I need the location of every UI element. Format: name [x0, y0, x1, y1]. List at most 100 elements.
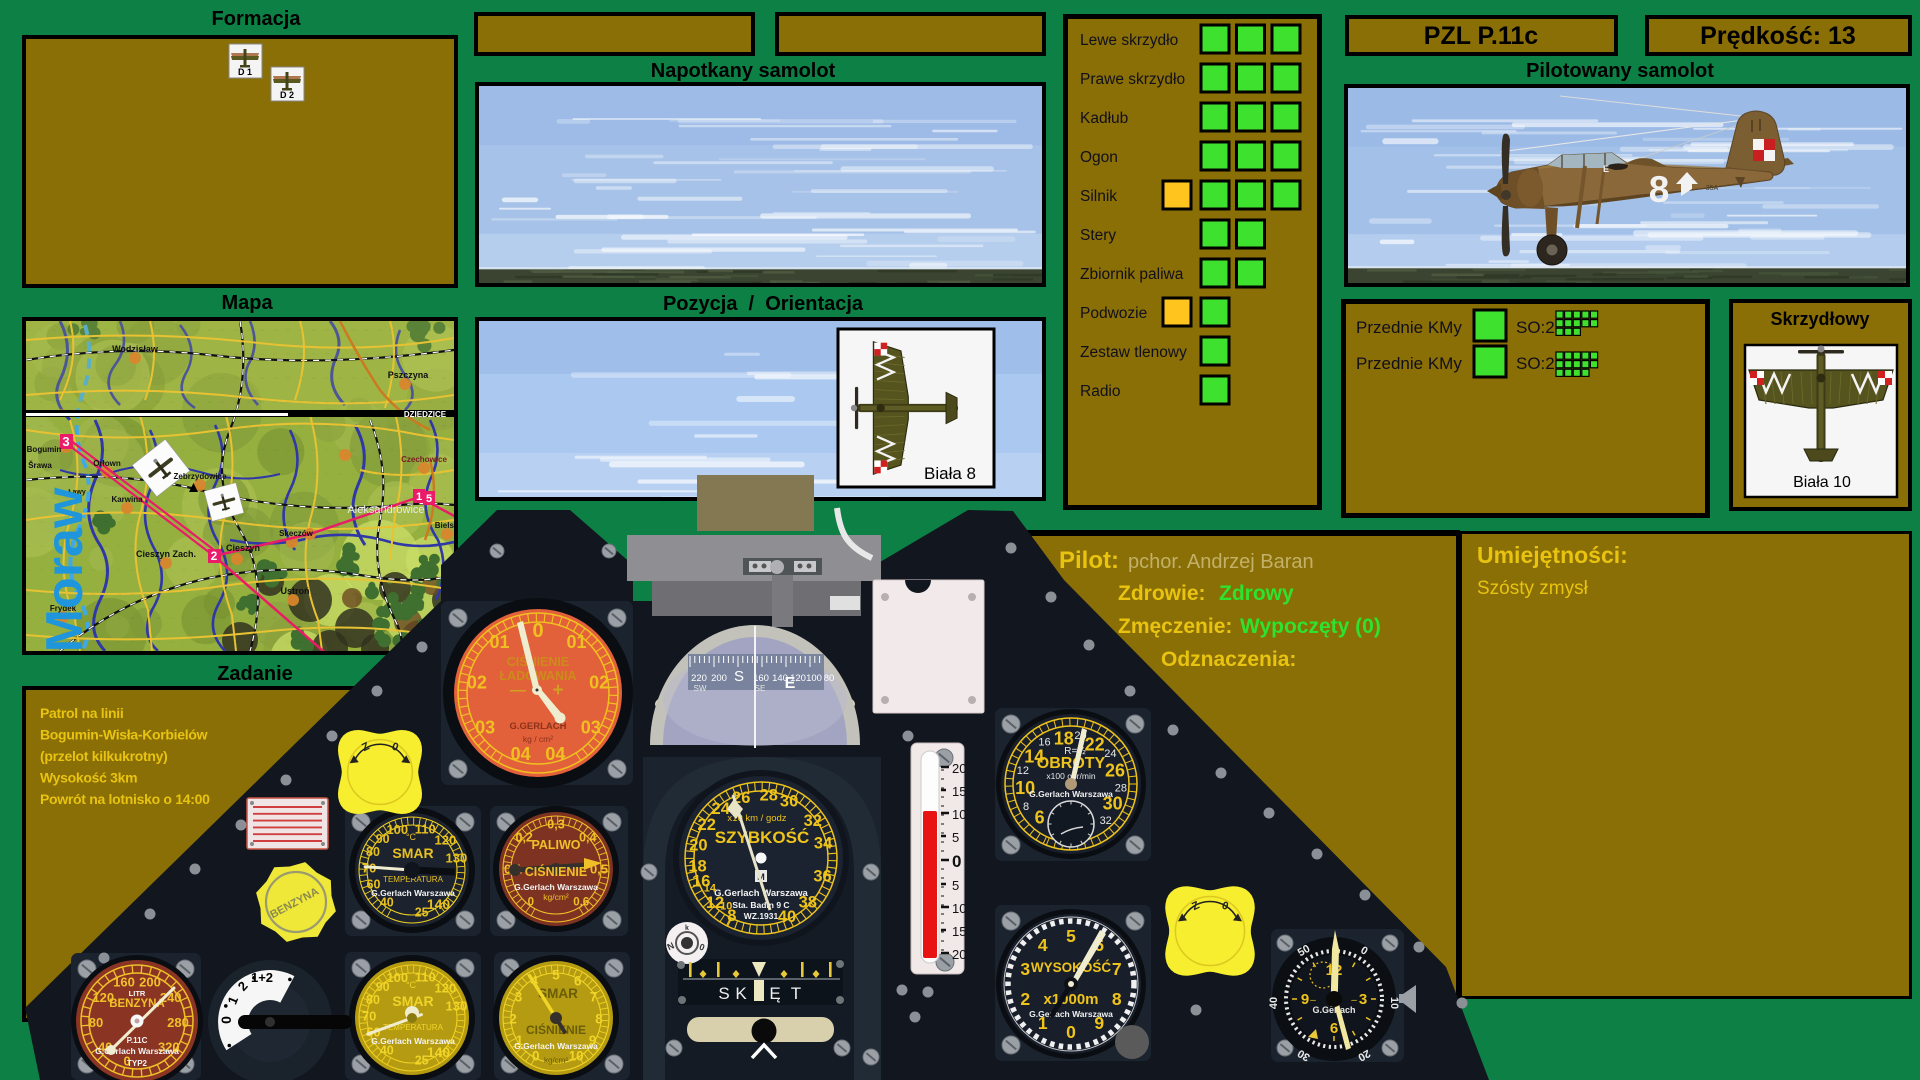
svg-text:1: 1 — [516, 1033, 524, 1048]
svg-text:WZ.1931: WZ.1931 — [744, 911, 779, 921]
svg-text:01: 01 — [489, 632, 509, 652]
svg-text:G.Gerlach Warszawa: G.Gerlach Warszawa — [371, 888, 455, 898]
svg-text:5: 5 — [426, 493, 432, 505]
svg-text:0: 0 — [1358, 944, 1369, 957]
svg-text:0: 0 — [532, 1049, 540, 1064]
svg-text:°C: °C — [406, 980, 417, 990]
svg-text:14: 14 — [1024, 746, 1044, 766]
svg-text:Cieszyn: Cieszyn — [226, 543, 260, 553]
svg-text:Bielsko: Bielsko — [435, 521, 464, 530]
svg-text:10: 10 — [952, 901, 966, 916]
svg-text:0: 0 — [218, 1016, 234, 1024]
svg-text:22: 22 — [698, 816, 716, 834]
svg-text:1: 1 — [1038, 1013, 1048, 1033]
svg-text:20: 20 — [952, 947, 966, 962]
svg-text:x10 km / godz: x10 km / godz — [727, 813, 786, 824]
svg-text:24: 24 — [1104, 748, 1116, 760]
svg-text:TEMPERATURA: TEMPERATURA — [383, 1023, 444, 1032]
svg-text:20: 20 — [952, 761, 966, 776]
svg-text:G.Gerlach Warszawa: G.Gerlach Warszawa — [1029, 789, 1113, 799]
svg-text:Sta. Badin 9 C: Sta. Badin 9 C — [732, 900, 789, 910]
svg-text:x100 obr/min: x100 obr/min — [1046, 771, 1095, 781]
svg-text:90: 90 — [376, 832, 390, 846]
svg-text:CIŚNIENIE: CIŚNIENIE — [525, 864, 588, 879]
svg-text:Powrót na lotnisko o 14:00: Powrót na lotnisko o 14:00 — [40, 791, 210, 807]
svg-text:Formacja: Formacja — [212, 8, 302, 30]
svg-text:SO:2: SO:2 — [1516, 354, 1555, 373]
svg-text:10: 10 — [569, 1049, 584, 1064]
svg-text:Zadanie: Zadanie — [217, 663, 293, 685]
svg-text:Pszczyna: Pszczyna — [388, 370, 430, 380]
svg-text:40: 40 — [778, 908, 796, 926]
svg-text:50: 50 — [1296, 943, 1313, 960]
svg-text:140: 140 — [772, 673, 788, 684]
svg-text:DZIEDZICE: DZIEDZICE — [404, 410, 447, 419]
svg-text:80: 80 — [366, 993, 380, 1007]
svg-text:0,2: 0,2 — [516, 831, 533, 845]
svg-text:P.11C: P.11C — [127, 1036, 148, 1045]
svg-text:Wodzisław: Wodzisław — [112, 344, 159, 354]
svg-text:140: 140 — [427, 896, 451, 912]
svg-text:M: M — [757, 872, 765, 882]
svg-text:110: 110 — [415, 822, 436, 837]
svg-text:Ławy: Ławy — [68, 489, 86, 496]
svg-text:20: 20 — [1356, 1047, 1373, 1064]
svg-text:1: 1 — [416, 491, 422, 503]
svg-text:Kadłub: Kadłub — [1080, 110, 1128, 127]
svg-text:70: 70 — [362, 1008, 376, 1023]
svg-text:Stery: Stery — [1080, 227, 1116, 244]
svg-text:20: 20 — [689, 837, 707, 855]
svg-text:CIŚNIENIE: CIŚNIENIE — [507, 654, 570, 669]
svg-text:G.Gerlach Warszawa: G.Gerlach Warszawa — [371, 1036, 455, 1046]
svg-text:7: 7 — [590, 990, 598, 1005]
svg-text:6: 6 — [1094, 935, 1104, 955]
svg-text:3: 3 — [62, 434, 69, 449]
svg-text:04: 04 — [545, 744, 565, 764]
svg-text:120: 120 — [435, 980, 457, 995]
svg-text:Zebrzydowice: Zebrzydowice — [174, 472, 227, 481]
svg-text:25: 25 — [415, 905, 429, 919]
svg-text:Umiejętności:: Umiejętności: — [1477, 542, 1628, 568]
svg-text:80: 80 — [366, 845, 380, 859]
svg-text:32: 32 — [1100, 815, 1112, 827]
svg-text:80: 80 — [824, 673, 835, 684]
svg-text:0: 0 — [1066, 1022, 1076, 1042]
svg-text:Prędkość: 13: Prędkość: 13 — [1700, 22, 1856, 50]
svg-text:2: 2 — [211, 549, 218, 563]
svg-text:38: 38 — [799, 893, 817, 911]
svg-text:Zmęczenie:: Zmęczenie: — [1118, 615, 1232, 638]
svg-text:Prawe skrzydło: Prawe skrzydło — [1080, 71, 1185, 88]
svg-text:kg/cm²: kg/cm² — [543, 892, 569, 902]
svg-text:Skeczów: Skeczów — [279, 529, 314, 538]
svg-text:100: 100 — [806, 673, 822, 684]
svg-text:30: 30 — [780, 792, 798, 810]
svg-text:1+2: 1+2 — [251, 970, 273, 985]
svg-text:0: 0 — [390, 740, 400, 753]
svg-text:15: 15 — [952, 924, 966, 939]
svg-text:130: 130 — [446, 851, 468, 866]
svg-text:130: 130 — [446, 999, 468, 1014]
svg-text:G.Gerlach Warszawa: G.Gerlach Warszawa — [514, 1041, 598, 1051]
svg-text:0,3: 0,3 — [547, 817, 564, 831]
svg-text:Bogumin: Bogumin — [27, 445, 62, 454]
svg-text:5: 5 — [1066, 926, 1076, 946]
svg-text:G.Gerlach Warszawa: G.Gerlach Warszawa — [714, 888, 808, 899]
svg-text:S: S — [718, 984, 729, 1003]
svg-text:9: 9 — [589, 1033, 597, 1048]
svg-text:SW: SW — [694, 684, 707, 693]
svg-text:Biała 8: Biała 8 — [924, 464, 976, 483]
svg-text:kg/cm²: kg/cm² — [544, 1056, 568, 1065]
svg-text:5: 5 — [952, 830, 959, 845]
svg-text:8: 8 — [595, 1011, 603, 1026]
svg-text:16: 16 — [1038, 737, 1050, 749]
svg-text:G.GERLACH: G.GERLACH — [510, 721, 567, 732]
svg-text:(przelot kilkukrotny): (przelot kilkukrotny) — [40, 748, 168, 764]
svg-text:18: 18 — [1054, 729, 1074, 749]
svg-text:12: 12 — [706, 894, 724, 912]
svg-text:Moraw: Moraw — [36, 487, 94, 652]
svg-text:PALIWO: PALIWO — [531, 838, 580, 852]
svg-text:kg / cm²: kg / cm² — [523, 734, 553, 744]
svg-text:6: 6 — [1035, 808, 1045, 828]
svg-text:°C: °C — [406, 832, 417, 842]
svg-text:320: 320 — [158, 1039, 180, 1054]
